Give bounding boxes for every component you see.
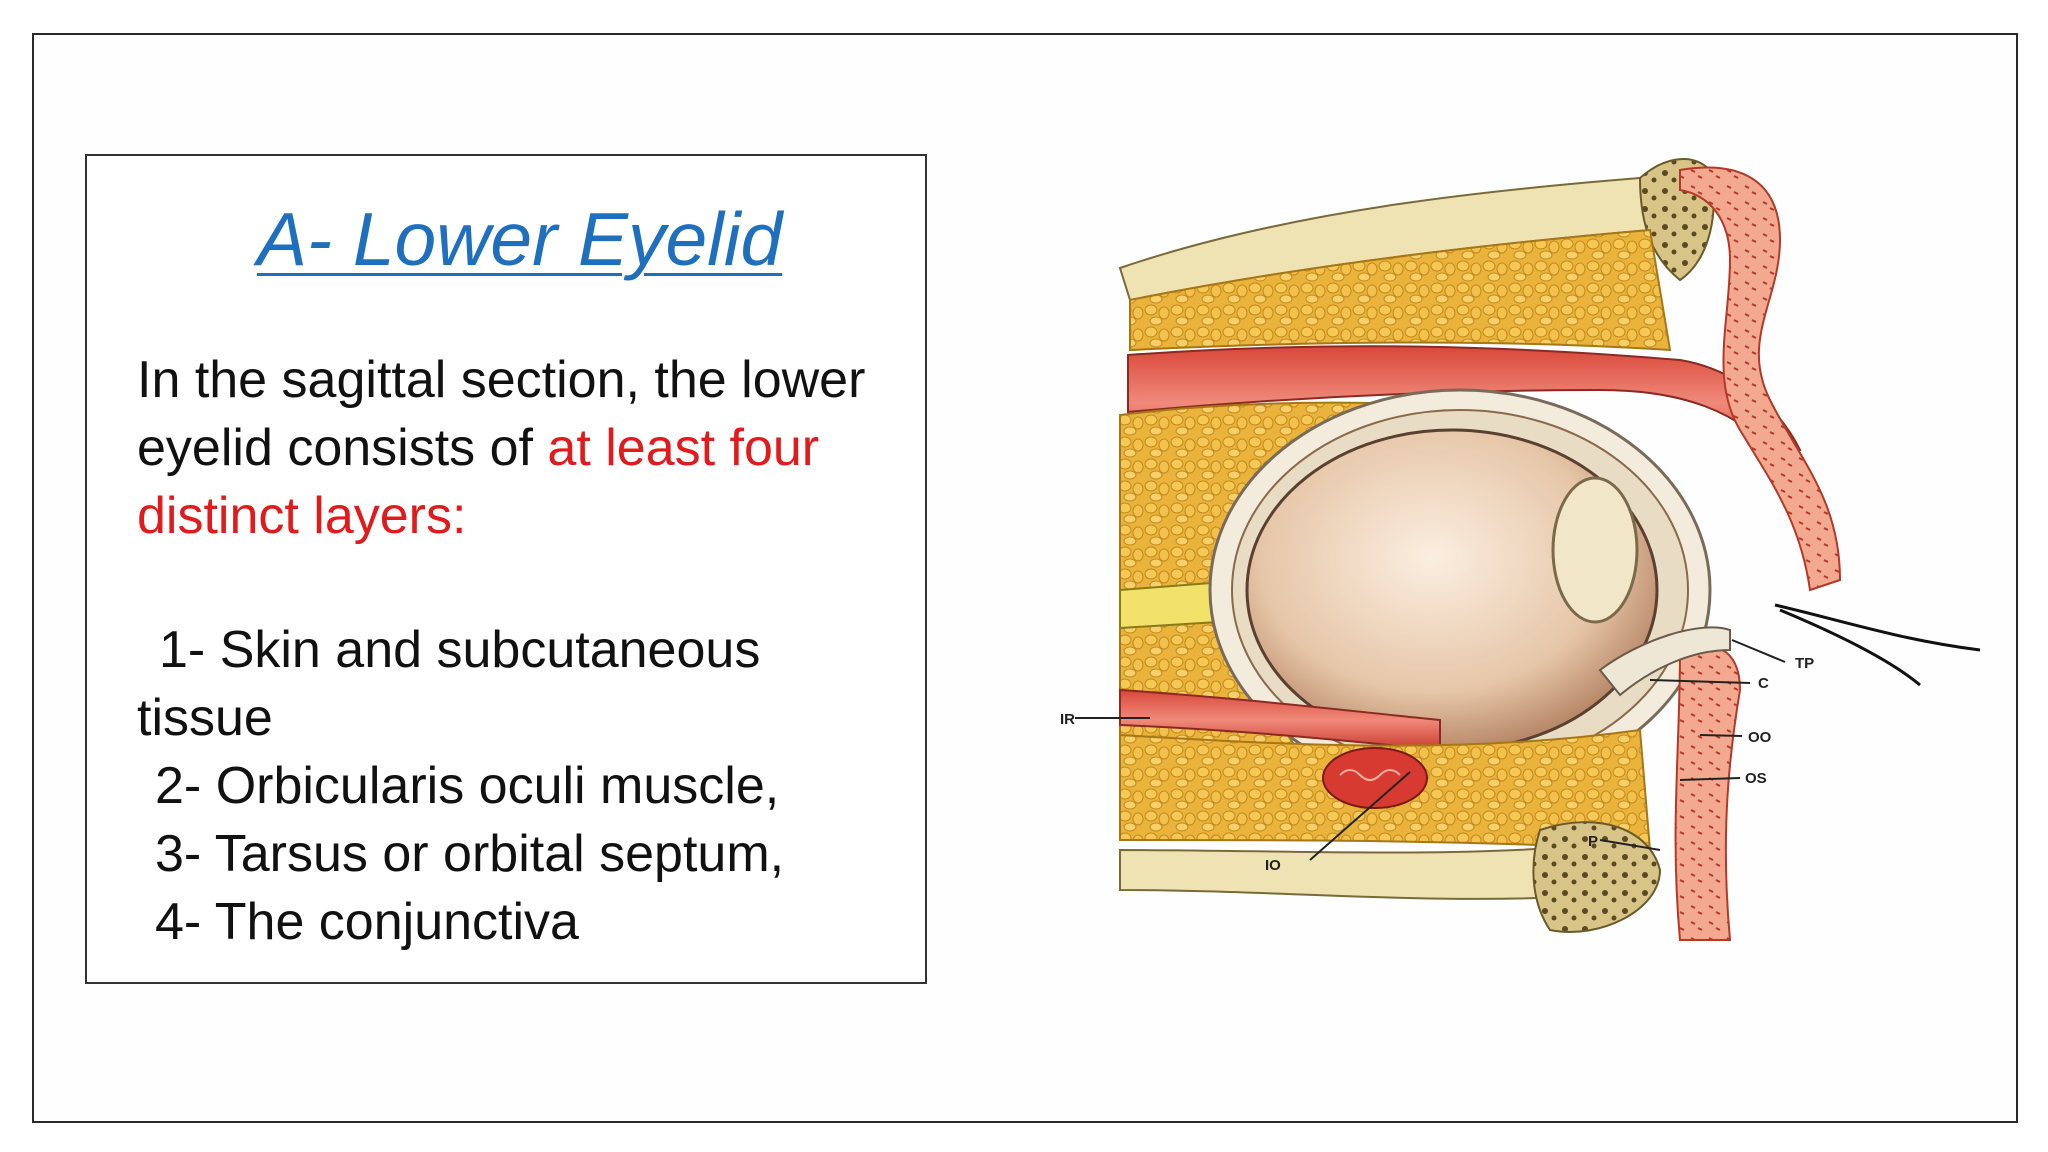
label-oo: OO: [1748, 729, 1772, 746]
list-item-text: Tarsus or orbital septum,: [201, 825, 785, 883]
upper-skin: [1679, 166, 1842, 592]
lower-eyelid-skin: [1674, 644, 1742, 941]
eyelid-diagram: IR IO TP C OO OS P: [1060, 157, 1981, 941]
list-item: 1- Skin and subcutaneous: [137, 616, 907, 684]
label-p: P: [1588, 833, 1598, 850]
text-box: A- Lower Eyelid In the sagittal section,…: [85, 154, 927, 984]
intro-plain: In the sagittal section, the lower eyeli…: [137, 351, 866, 477]
lens: [1551, 476, 1639, 624]
label-tp: TP: [1795, 655, 1814, 672]
label-ir: IR: [1060, 711, 1075, 728]
intro-text: In the sagittal section, the lower eyeli…: [137, 346, 897, 550]
lower-tarsus: [1598, 626, 1731, 697]
list-item: 2- Orbicularis oculi muscle,: [137, 752, 907, 820]
eyelid-sagittal-illustration: IR IO TP C OO OS P: [1040, 150, 2000, 950]
list-item-number: 4-: [155, 893, 202, 951]
label-c: C: [1758, 675, 1769, 692]
list-item-number: 1-: [159, 621, 206, 679]
slide-title: A- Lower Eyelid: [257, 197, 783, 281]
intro-highlight: at least four distinct layers:: [137, 419, 820, 545]
list-item-text: The conjunctiva: [201, 893, 579, 951]
layer-list: 1- Skin and subcutaneous tissue 2- Orbic…: [137, 616, 907, 956]
list-item-number: 2-: [155, 757, 202, 815]
label-os: OS: [1745, 770, 1767, 787]
upper-orbital-fat: [1129, 228, 1672, 352]
list-item: 3- Tarsus or orbital septum,: [137, 820, 907, 888]
list-item: 4- The conjunctiva: [137, 888, 907, 956]
list-item-continuation: tissue: [137, 689, 273, 747]
list-item-text: Orbicularis oculi muscle,: [201, 757, 780, 815]
eyelashes: [1774, 603, 1981, 687]
list-item-number: 3-: [155, 825, 202, 883]
list-item-text: Skin and subcutaneous: [205, 621, 761, 679]
label-io: IO: [1265, 857, 1281, 874]
